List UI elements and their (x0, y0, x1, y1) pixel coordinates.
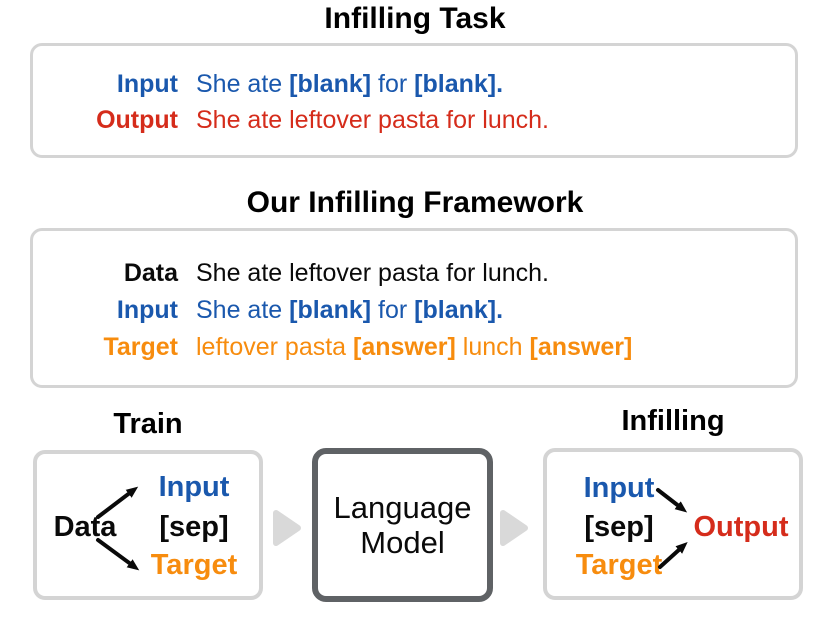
framework-data-label: Data (123, 258, 178, 287)
task-input-row: Input She ate [blank] for [blank]. (33, 66, 795, 102)
flow-right-triangle-icon (500, 510, 528, 546)
framework-target-row: Target leftover pasta [answer] lunch [an… (33, 329, 795, 366)
task-input-text: She ate [blank] for [blank]. (196, 69, 504, 98)
train-input-label: Input (158, 471, 230, 503)
flow-right-triangle-icon (273, 510, 301, 546)
language-model-line2: Model (360, 525, 445, 560)
infilling-sep-token: [sep] (584, 511, 654, 543)
task-output-row: Output She ate leftover pasta for lunch. (33, 102, 795, 138)
task-example-box: Input She ate [blank] for [blank]. Outpu… (30, 43, 798, 158)
framework-data-text: She ate leftover pasta for lunch. (196, 258, 549, 287)
infilling-panel-title: Infilling (621, 405, 725, 437)
infilling-input-label: Input (583, 472, 655, 504)
infilling-target-label: Target (575, 549, 663, 581)
task-input-label: Input (116, 69, 178, 98)
infilling-output-label: Output (693, 511, 789, 543)
language-model-line1: Language (333, 490, 472, 525)
train-sep-token: [sep] (159, 511, 229, 543)
framework-example-box: Data She ate leftover pasta for lunch. I… (30, 228, 798, 388)
framework-input-row: Input She ate [blank] for [blank]. (33, 292, 795, 329)
framework-input-text: She ate [blank] for [blank]. (196, 295, 504, 324)
train-box: Data Input [sep] Target (33, 450, 263, 600)
language-model-box: Language Model (312, 448, 493, 602)
framework-target-label: Target (103, 332, 178, 361)
train-panel-title: Train (113, 408, 183, 440)
framework-section-title: Our Infilling Framework (246, 186, 584, 219)
task-output-text: She ate leftover pasta for lunch. (196, 105, 549, 134)
framework-input-label: Input (116, 295, 178, 324)
task-output-label: Output (96, 105, 178, 134)
train-target-label: Target (150, 549, 238, 581)
train-data-label: Data (53, 511, 117, 543)
framework-data-row: Data She ate leftover pasta for lunch. (33, 255, 795, 292)
task-section-title: Infilling Task (324, 2, 506, 35)
infilling-box: Input [sep] Target Output (543, 448, 803, 600)
framework-target-text: leftover pasta [answer] lunch [answer] (196, 332, 633, 361)
